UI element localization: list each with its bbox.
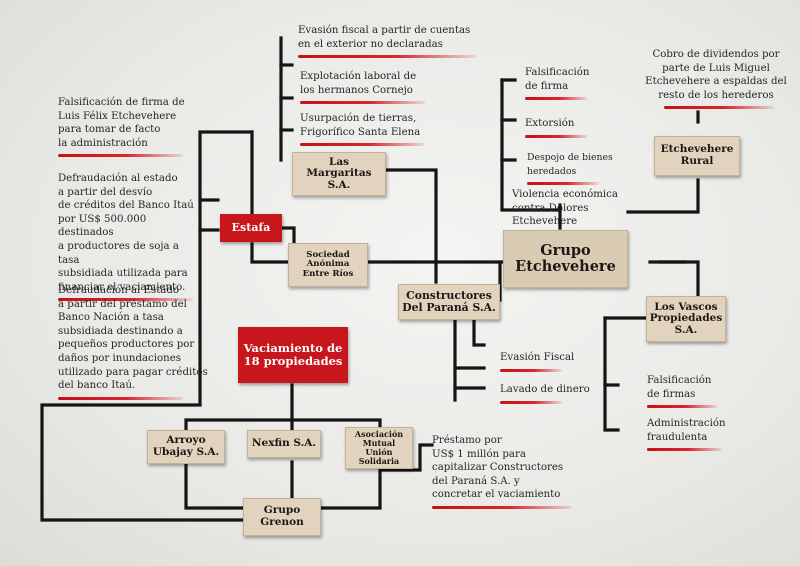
- note-lavado: Lavado de dinero: [500, 383, 610, 404]
- node-grupo-grenon: Grupo Grenon: [243, 498, 321, 536]
- note-defraudacion-itau: Defraudación al estado a partir del desv…: [58, 172, 203, 302]
- note-defraudacion-nacion: Defraudación al Estado a partir del prés…: [58, 284, 208, 400]
- node-grupo-etchevehere: Grupo Etchevehere: [503, 230, 628, 288]
- note-extorsion: Extorsión: [525, 117, 635, 138]
- note-violencia: Violencia económica contra Dolores Etche…: [512, 188, 632, 236]
- node-nexfin: Nexfin S.A.: [247, 430, 321, 458]
- node-arroyo-ubajay: Arroyo Ubajay S.A.: [147, 430, 225, 464]
- node-etchevehere-rural: Etchevehere Rural: [654, 136, 740, 176]
- node-las-margaritas: Las Margaritas S.A.: [292, 152, 386, 196]
- note-evasion-fiscal: Evasión Fiscal: [500, 351, 610, 372]
- node-constructores-del-parana: Constructores Del Paraná S.A.: [398, 284, 500, 320]
- note-falsificacion-firma: Falsificación de firma: [525, 66, 635, 101]
- note-administracion: Administración fraudulenta: [647, 417, 757, 452]
- note-cobro: Cobro de dividendos por parte de Luis Mi…: [636, 48, 796, 110]
- node-estafa: Estafa: [220, 214, 282, 242]
- note-falsificacion-firmas: Falsificación de firmas: [647, 374, 757, 409]
- node-los-vascos-propiedades: Los Vascos Propiedades S.A.: [646, 296, 726, 342]
- node-sociedad-anonima-entre-rios: Sociedad Anónima Entre Ríos: [288, 243, 368, 287]
- note-falsificacion-firma-luis: Falsificación de firma de Luis Félix Etc…: [58, 96, 198, 158]
- node-asociacion-mutual: Asociación Mutual Unión Solidaria: [345, 427, 413, 469]
- note-usurpacion: Usurpación de tierras, Frigorífico Santa…: [300, 112, 450, 147]
- note-despojo: Despojo de bienes heredados: [527, 151, 637, 186]
- note-explotacion: Explotación laboral de los hermanos Corn…: [300, 70, 450, 105]
- note-prestamo: Préstamo por US$ 1 millón para capitaliz…: [432, 434, 602, 509]
- node-vaciamiento-18-propiedades: Vaciamiento de 18 propiedades: [238, 327, 348, 383]
- note-evasion-cuentas: Evasión fiscal a partir de cuentas en el…: [298, 24, 498, 59]
